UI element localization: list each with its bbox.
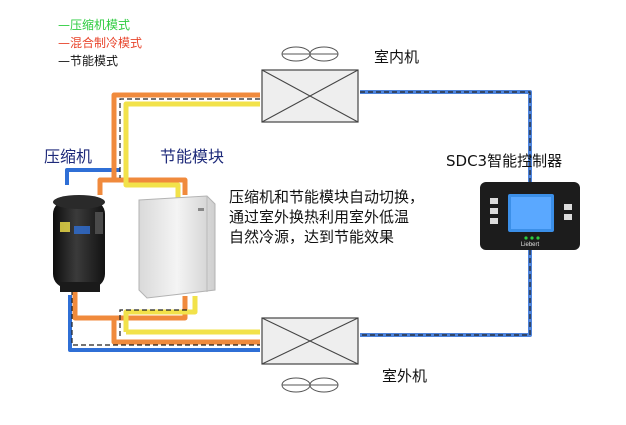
description-line: 通过室外换热利用室外低温	[229, 208, 410, 226]
indoor-unit-label: 室内机	[374, 48, 420, 66]
legend-mixed-mode: —混合制冷模式	[58, 36, 143, 50]
description-line: 压缩机和节能模块自动切换，	[229, 188, 425, 206]
controller-brand: Liebert	[521, 242, 540, 248]
yellow-pipes	[123, 101, 260, 335]
controller-label: SDC3智能控制器	[446, 152, 563, 170]
outdoor-unit	[261, 317, 359, 393]
legend-economizer-mode: —节能模式	[58, 54, 119, 68]
compressor-icon	[53, 195, 105, 292]
description-line: 自然冷源，达到节能效果	[229, 228, 395, 246]
outdoor-unit-label: 室外机	[382, 367, 428, 385]
indoor-unit	[261, 46, 359, 123]
orange-pipes	[72, 92, 260, 345]
controller-icon: Liebert	[480, 182, 580, 250]
dashed-pipes	[71, 98, 260, 346]
compressor-label: 压缩机	[44, 147, 93, 166]
economizer-module-icon	[138, 195, 216, 299]
legend-compressor-mode: —压缩机模式	[58, 18, 131, 32]
economizer-module-label: 节能模块	[160, 147, 225, 166]
indoor-fan-icon	[281, 46, 339, 62]
outdoor-fan-icon	[281, 377, 339, 393]
description-text: 压缩机和节能模块自动切换， 通过室外换热利用室外低温 自然冷源，达到节能效果	[229, 187, 424, 247]
